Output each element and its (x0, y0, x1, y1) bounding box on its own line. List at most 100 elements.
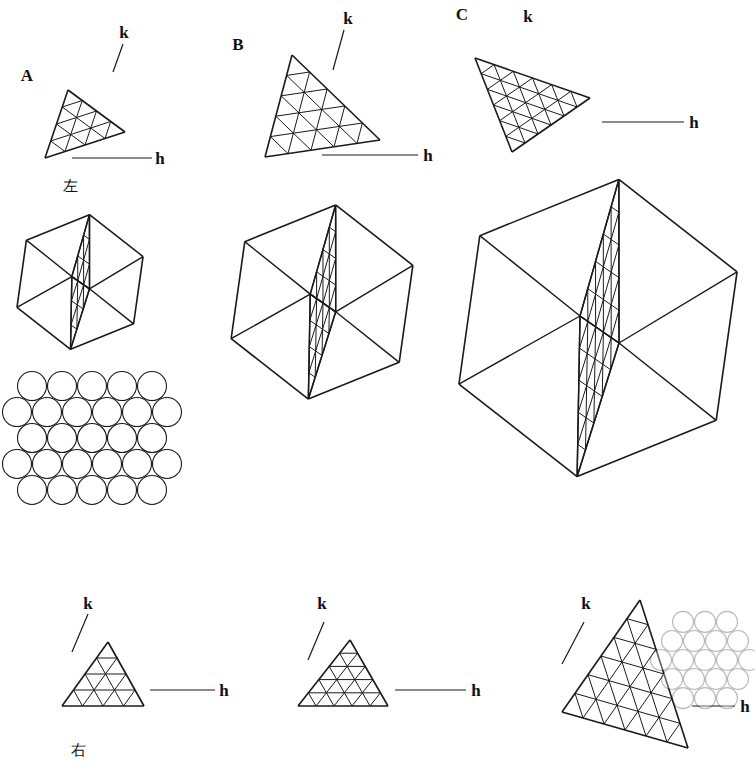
stroke (105, 122, 111, 139)
stroke (71, 277, 72, 350)
axis-label: k (581, 595, 590, 612)
stroke (611, 310, 619, 337)
stroke (357, 123, 362, 143)
stroke (602, 121, 684, 122)
stroke (334, 106, 345, 147)
stroke (308, 622, 324, 660)
axis-label: B (232, 36, 243, 53)
capsomer (108, 424, 137, 453)
stroke (62, 107, 105, 139)
stroke (500, 121, 538, 134)
stroke (309, 373, 315, 377)
stroke (575, 693, 680, 723)
stroke (72, 614, 88, 652)
capsomer (717, 650, 738, 671)
stroke (603, 278, 619, 333)
capsomer (123, 449, 152, 478)
stroke (308, 362, 399, 399)
stroke (618, 179, 620, 343)
stroke (334, 666, 365, 706)
stroke (89, 215, 90, 289)
stroke (481, 65, 494, 74)
stroke (103, 674, 126, 706)
stroke (601, 656, 625, 730)
stroke (459, 384, 577, 476)
capsomer (93, 398, 122, 427)
capsomer (706, 630, 727, 651)
capsomer (739, 650, 755, 671)
stroke (316, 653, 358, 706)
stroke (619, 179, 737, 271)
stroke (604, 649, 656, 724)
stroke (336, 312, 400, 363)
stroke (74, 690, 136, 691)
stroke (481, 74, 577, 107)
stroke (506, 136, 525, 143)
stroke (97, 658, 118, 659)
capsomer (728, 630, 749, 651)
stroke (71, 281, 77, 301)
stroke (72, 277, 90, 289)
stroke (494, 65, 525, 143)
stroke (627, 619, 648, 625)
stroke (71, 289, 90, 350)
stroke (336, 265, 413, 312)
capsomer (93, 449, 122, 478)
stroke (245, 205, 336, 242)
capsomer (108, 372, 137, 401)
stroke (340, 653, 358, 654)
stroke (74, 690, 83, 706)
capsomer (695, 611, 716, 632)
stroke (716, 272, 737, 421)
stroke (646, 699, 672, 736)
stroke (317, 272, 336, 285)
capsomer (3, 449, 32, 478)
stroke (395, 689, 466, 690)
capsomer (695, 688, 716, 709)
stroke (72, 215, 90, 277)
axis-label: h (471, 682, 480, 699)
stroke (276, 106, 345, 116)
side-label: 左 (63, 179, 78, 194)
stroke (329, 227, 330, 307)
stroke (580, 316, 619, 343)
stroke (625, 674, 664, 730)
stroke (308, 312, 335, 399)
capsomer (138, 424, 167, 453)
stroke (506, 91, 571, 136)
stroke (329, 666, 352, 706)
capsomer (138, 475, 167, 504)
capsomer (18, 424, 47, 453)
stroke (619, 343, 716, 420)
stroke (78, 239, 90, 280)
stroke (578, 338, 612, 445)
capsomer (695, 650, 716, 671)
stroke (580, 179, 619, 316)
stroke (71, 325, 77, 329)
stroke (577, 316, 580, 477)
capsomer (662, 630, 683, 651)
stroke (350, 640, 388, 706)
stroke (579, 348, 610, 370)
stroke (596, 245, 619, 327)
capsomer (684, 630, 705, 651)
stroke (588, 212, 619, 321)
stroke (72, 277, 90, 289)
stroke (17, 307, 71, 349)
stroke (580, 179, 619, 316)
stroke (310, 299, 317, 321)
stroke (310, 320, 329, 333)
capsomer (662, 669, 683, 690)
axis-label: k (317, 595, 326, 612)
stroke (577, 316, 580, 477)
stroke (265, 55, 292, 157)
capsomer (673, 650, 694, 671)
stroke (71, 324, 134, 349)
stroke (577, 343, 619, 477)
axis-label: C (456, 6, 468, 23)
stroke (370, 693, 380, 706)
stroke (90, 257, 144, 289)
stroke (90, 289, 134, 324)
